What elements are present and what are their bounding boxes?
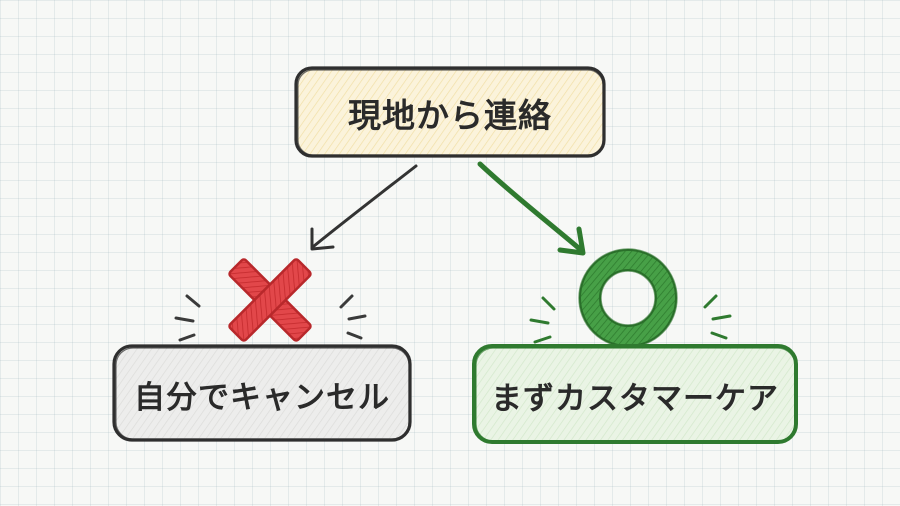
arrow-to-customer-care xyxy=(477,161,586,256)
emphasis-marks-left-green xyxy=(529,296,556,344)
cross-icon xyxy=(174,258,367,342)
emphasis-marks-right xyxy=(339,294,367,340)
emphasis-marks-left xyxy=(174,294,201,342)
top-node-label: 現地から連絡 xyxy=(348,96,552,135)
circle-icon xyxy=(529,248,732,348)
arrow-to-self-cancel xyxy=(310,164,418,251)
node-top xyxy=(294,66,606,158)
self-cancel-label: 自分でキャンセル xyxy=(134,379,390,416)
emphasis-marks-right-green xyxy=(703,294,732,340)
node-left xyxy=(112,344,412,442)
customer-care-label: まずカスタマーケア xyxy=(491,380,779,417)
node-right xyxy=(472,344,798,444)
